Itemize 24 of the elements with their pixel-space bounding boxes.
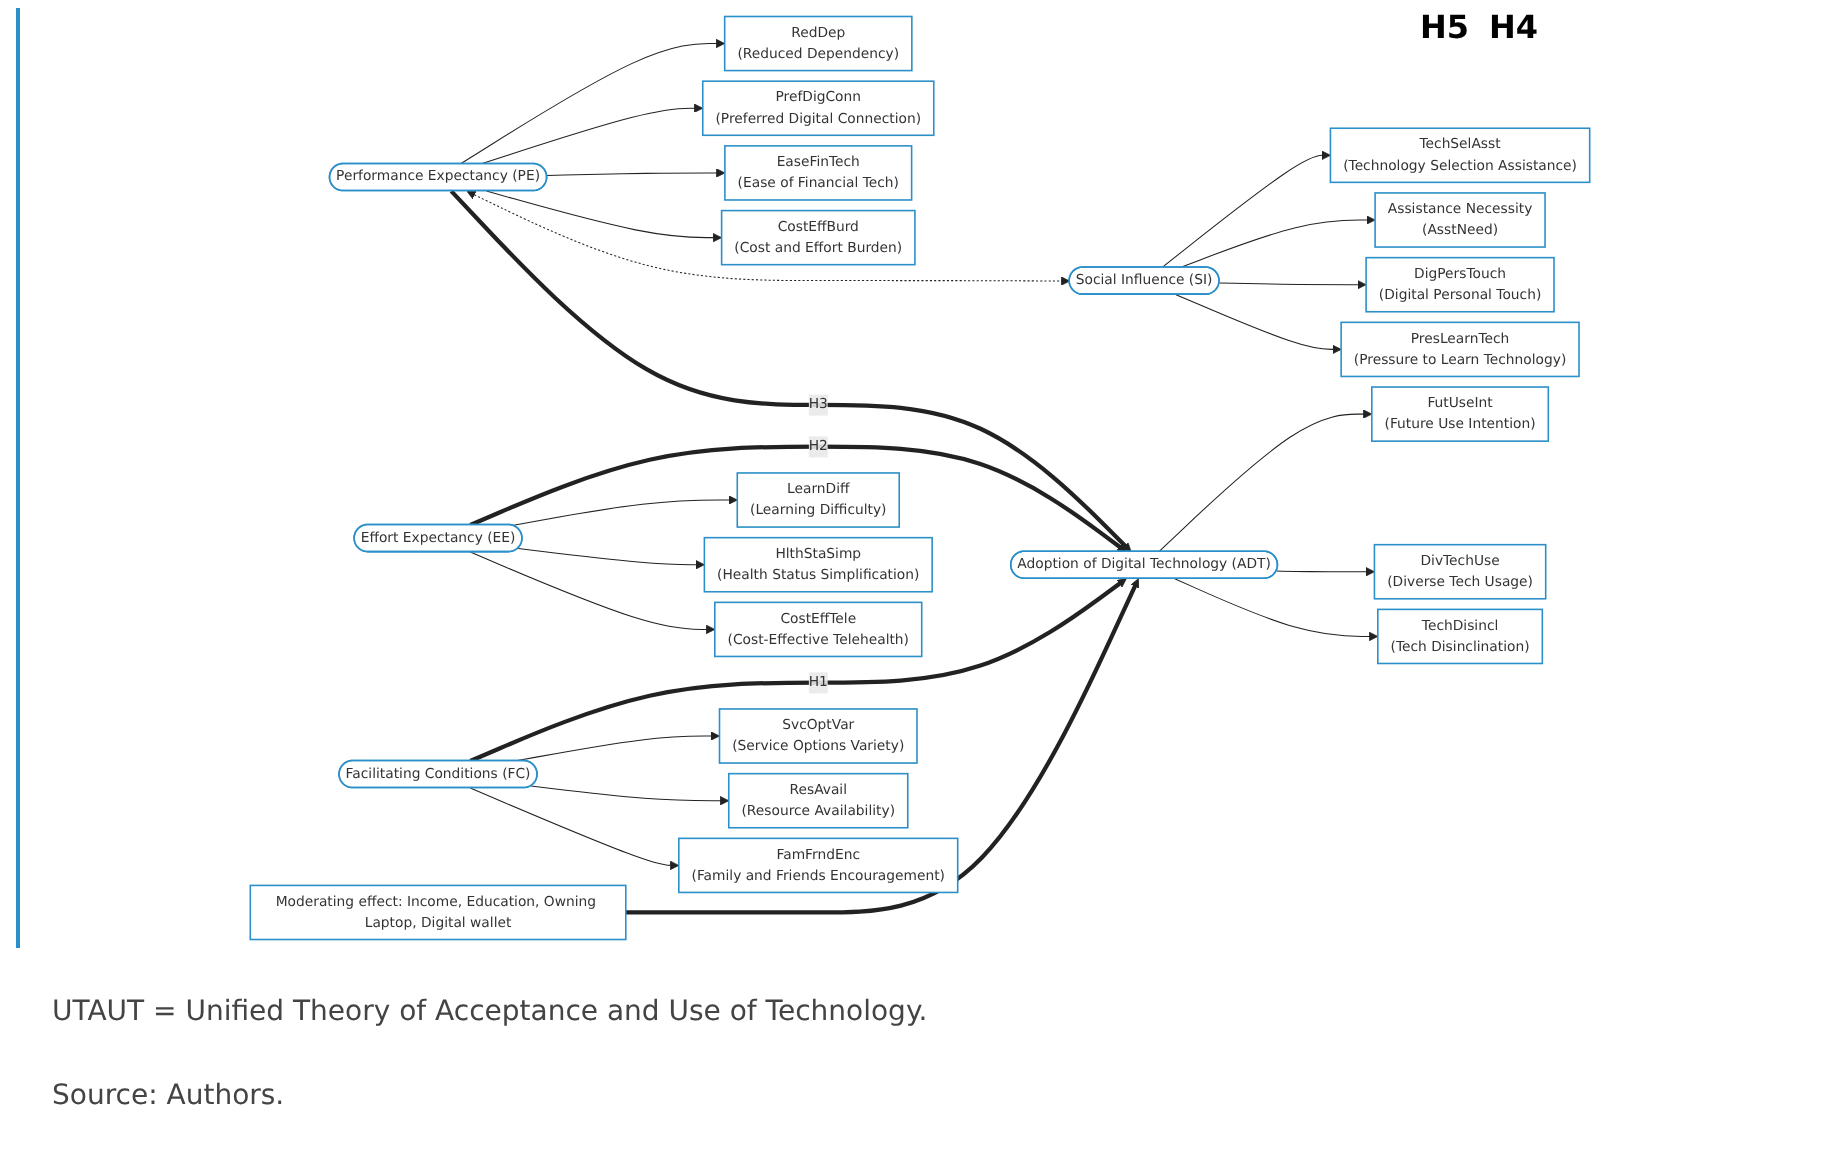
arrow bbox=[485, 190, 723, 243]
arrow bbox=[511, 495, 738, 526]
hypothesis-label: H4 bbox=[1489, 8, 1539, 46]
arrow bbox=[530, 785, 730, 806]
arrow bbox=[449, 189, 1132, 553]
arrow bbox=[1161, 150, 1331, 269]
arrow bbox=[625, 578, 1140, 915]
arrow bbox=[1179, 215, 1376, 269]
arrow bbox=[1175, 294, 1342, 355]
source-note: Source: Authors. bbox=[52, 1080, 285, 1112]
hypothesis-label: H5 bbox=[1420, 8, 1470, 46]
arrow bbox=[517, 547, 705, 570]
arrow bbox=[459, 38, 726, 165]
arrow bbox=[480, 103, 704, 165]
arrow bbox=[1174, 578, 1379, 642]
arrow bbox=[466, 190, 1071, 286]
arrow bbox=[1276, 567, 1375, 577]
arrow bbox=[469, 787, 680, 871]
caption: UTAUT = Unified Theory of Acceptance and Use of Technology. bbox=[52, 996, 928, 1028]
arrow bbox=[1158, 409, 1373, 553]
arrow bbox=[469, 444, 1127, 553]
arrow bbox=[469, 551, 716, 635]
arrow bbox=[1218, 280, 1367, 290]
arrow bbox=[546, 168, 726, 178]
